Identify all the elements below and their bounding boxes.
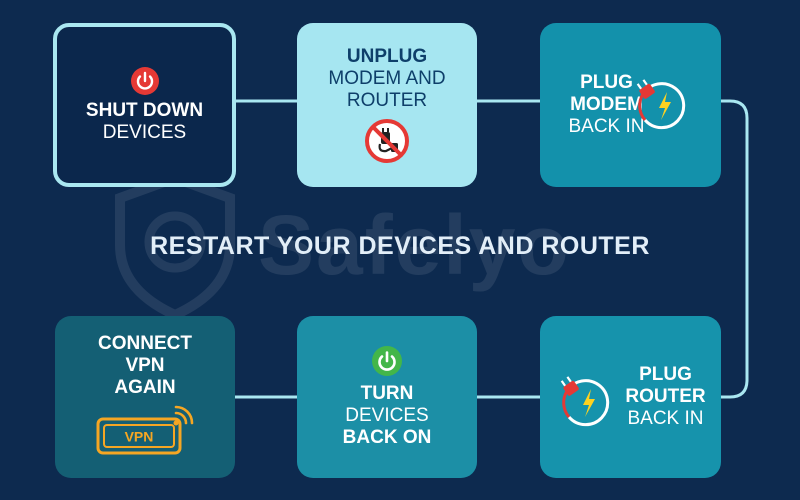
step-5-bold-2: BACK ON [342, 427, 432, 448]
step-6-bold-1: CONNECT [98, 333, 192, 354]
step-5-bold-1: TURN [360, 383, 414, 404]
step-3-bold-2: MODEM [570, 94, 643, 115]
step-turn-devices-back-on: TURN DEVICES BACK ON [297, 316, 477, 478]
vpn-badge-text: VPN [125, 429, 154, 445]
step-2-regular-2: ROUTER [346, 90, 428, 111]
power-button-green-icon [372, 346, 402, 376]
step-5-regular: DEVICES [345, 405, 429, 426]
step-3-bold-1: PLUG [580, 72, 633, 93]
step-2-regular-1: MODEM AND [328, 68, 446, 89]
step-unplug-modem-router: UNPLUG MODEM AND ROUTER [297, 23, 477, 187]
diagram-title: RESTART YOUR DEVICES AND ROUTER [150, 232, 650, 260]
step-shut-down-devices: SHUT DOWN DEVICES [53, 23, 236, 187]
shield-logo-icon [115, 172, 235, 320]
step-plug-modem-back-in: PLUG MODEM BACK IN [540, 23, 721, 187]
step-1-bold: SHUT DOWN [85, 100, 204, 121]
step-6-bold-2: VPN [125, 355, 165, 376]
step-4-bold-1: PLUG [639, 364, 692, 385]
watermark: Safelyo [110, 170, 710, 320]
step-6-bold-3: AGAIN [114, 377, 176, 398]
step-1-regular: DEVICES [102, 122, 187, 143]
step-4-bold-2: ROUTER [625, 386, 706, 407]
step-4-regular: BACK IN [627, 408, 704, 429]
step-connect-vpn-again: CONNECT VPN AGAIN VPN [55, 316, 235, 478]
plug-lightning-icon [636, 79, 685, 130]
no-plug-icon [365, 119, 409, 163]
vpn-badge-icon: VPN [96, 405, 194, 455]
watermark-text: Safelyo [258, 197, 571, 292]
step-2-bold: UNPLUG [346, 46, 428, 67]
plug-lightning-icon [561, 376, 610, 427]
connector-3-4 [721, 99, 749, 399]
step-3-regular: BACK IN [568, 116, 645, 137]
step-plug-router-back-in: PLUG ROUTER BACK IN [540, 316, 721, 478]
power-button-red-icon [130, 67, 159, 95]
